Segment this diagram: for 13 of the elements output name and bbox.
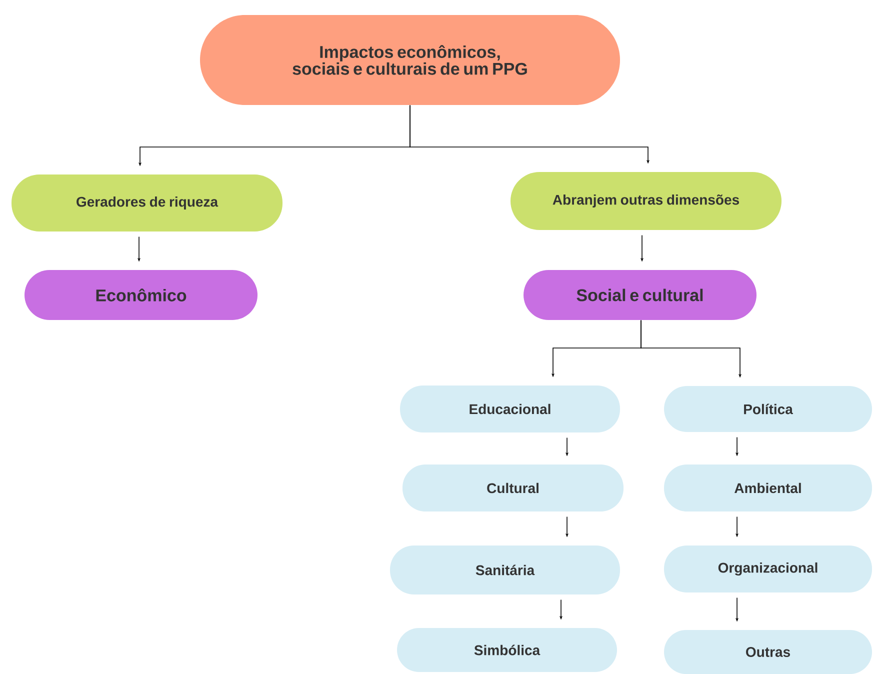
item-box: Simbólica [397,628,617,672]
item-box: Outras [664,630,872,674]
item-box: Organizacional [664,546,872,592]
item-box: Ambiental [664,464,872,512]
item-box: Educacional [400,386,620,432]
dimension-box: Social e cultural [524,270,757,320]
item-box: Sanitária [390,546,620,594]
category-box: Geradores de riqueza [12,174,282,232]
dimension-box: Econômico [24,270,258,320]
item-box: Cultural [402,464,624,512]
title-box: Impactos econômicos, sociais e culturais de um PPG [200,15,620,105]
category-box: Abranjem outras dimensões [510,172,782,230]
item-box: Política [664,386,872,432]
